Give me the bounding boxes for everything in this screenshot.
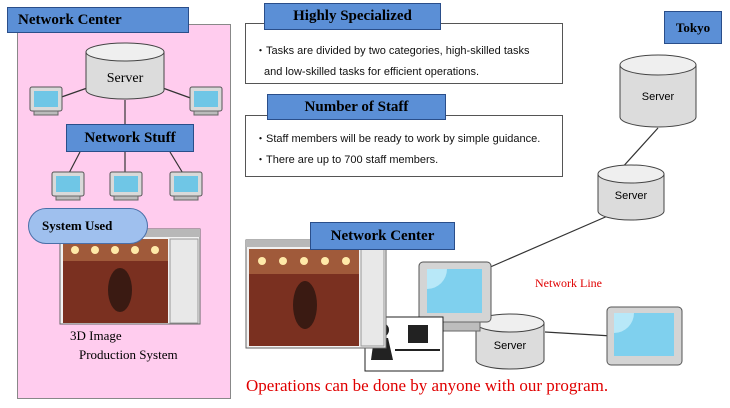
footer-tagline: Operations can be done by anyone with ou…	[246, 376, 609, 395]
caption-production-system: Production System	[79, 347, 178, 362]
network-stuff-box: Network Stuff	[66, 124, 194, 152]
highly-specialized-title: Highly Specialized	[264, 3, 441, 30]
tokyo-server-top-label: Server	[641, 91, 675, 103]
network-center-title: Network Center	[7, 7, 189, 33]
tokyo-server-middle-label: Server	[614, 190, 648, 202]
monitor-icon-staff-1	[51, 171, 85, 201]
highly-specialized-line-1: ・Tasks are divided by two categories, hi…	[255, 45, 530, 57]
left-server-label: Server	[106, 71, 144, 86]
monitor-icon-staff-3	[169, 171, 203, 201]
network-center-label-right: Network Center	[310, 222, 455, 250]
caption-3d-image: 3D Image	[70, 328, 122, 343]
server-cylinder	[85, 42, 165, 100]
network-line-label: Network Line	[535, 276, 602, 290]
bottom-server	[475, 313, 545, 370]
remote-monitor-icon	[606, 306, 683, 366]
center-monitor-icon	[418, 261, 492, 332]
tokyo-label: Tokyo	[664, 11, 722, 44]
number-of-staff-line-1: ・Staff members will be ready to work by …	[255, 133, 541, 145]
highly-specialized-line-2: and low-skilled tasks for efficient oper…	[264, 66, 480, 78]
right-network-diagram	[245, 54, 697, 372]
tokyo-server-top	[619, 54, 697, 128]
monitor-icon-left	[29, 86, 63, 116]
number-of-staff-title: Number of Staff	[267, 94, 446, 120]
monitor-icon-staff-2	[109, 171, 143, 201]
number-of-staff-textbox: ・Staff members will be ready to work by …	[245, 115, 563, 177]
tokyo-server-middle	[597, 164, 665, 221]
system-used-label: System Used	[28, 208, 148, 244]
monitor-icon-right	[189, 86, 223, 116]
program-screenshot	[245, 239, 387, 349]
bottom-server-label: Server	[493, 340, 527, 352]
number-of-staff-line-2: ・There are up to 700 staff members.	[255, 154, 439, 166]
